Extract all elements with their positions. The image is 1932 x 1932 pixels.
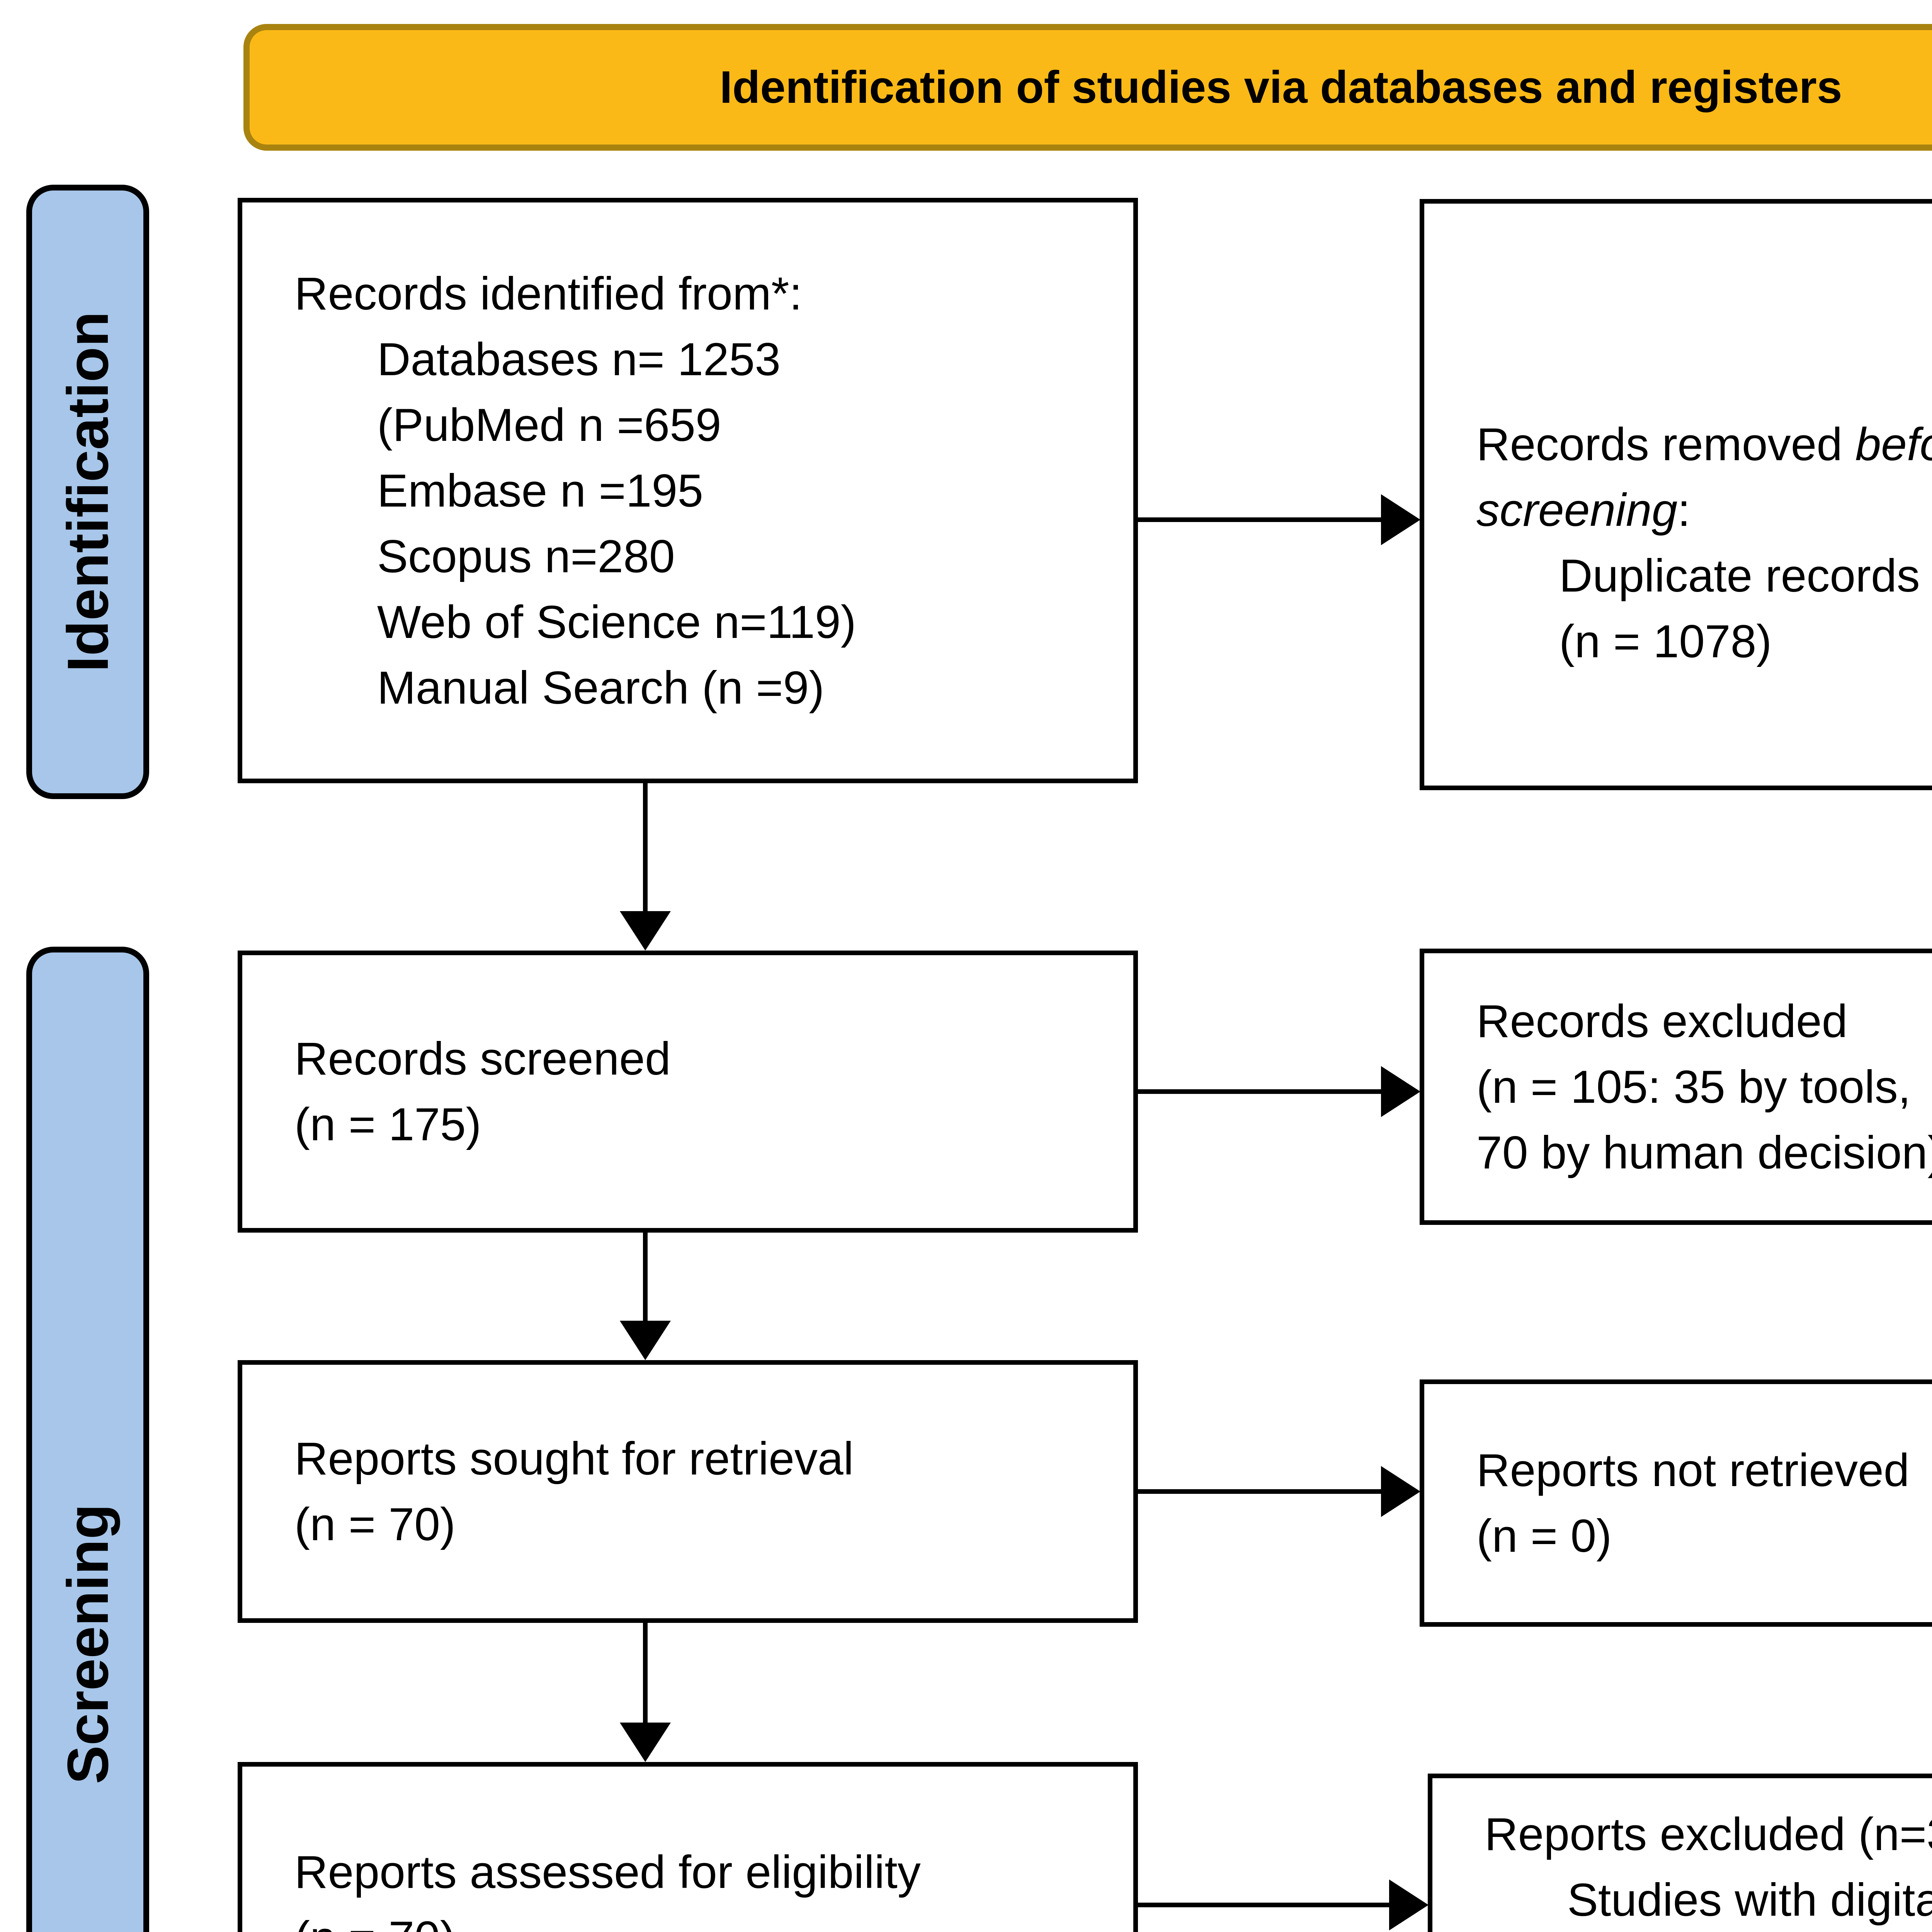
arrow-head-down-icon: [620, 1723, 671, 1762]
arrow-head-down-icon: [620, 911, 671, 951]
arrow-head-right-icon: [1381, 494, 1420, 545]
records-identified-heading: Records identified from*:: [294, 267, 802, 320]
records-removed-line-1: Records removed before: [1476, 412, 1932, 477]
records-excluded-count: (n = 105: 35 by tools,: [1476, 1061, 1911, 1113]
arrow-line: [643, 783, 648, 912]
box-reports-sought: Reports sought for retrieval (n = 70): [238, 1360, 1138, 1623]
records-excluded-count-2: 70 by human decision): [1476, 1126, 1932, 1179]
records-removed-line-2-italic: screening: [1476, 484, 1678, 536]
arrow-line: [1138, 1489, 1381, 1494]
reports-excluded-heading: Reports excluded (n=39): [1485, 1808, 1932, 1860]
records-removed-line-1-italic: before: [1855, 418, 1932, 470]
records-identified-item: Scopus n=280: [377, 530, 675, 582]
records-removed-item: Duplicate records removed: [1559, 550, 1932, 602]
reports-sought-line: Reports sought for retrieval: [294, 1433, 854, 1485]
box-reports-not-retrieved: Reports not retrieved (n = 0): [1420, 1379, 1932, 1627]
box-records-identified: Records identified from*: Databases n= 1…: [238, 198, 1138, 783]
stage-label-identification: Identification: [26, 185, 149, 799]
arrow-head-right-icon: [1389, 1879, 1429, 1930]
arrow-line: [643, 1623, 648, 1723]
box-reports-assessed: Reports assessed for eligibility (n = 70…: [238, 1762, 1138, 1932]
records-identified-item: Manual Search (n =9): [377, 662, 825, 714]
banner-title: Identification of studies via databases …: [719, 62, 1842, 113]
reports-sought-count: (n = 70): [294, 1498, 456, 1550]
records-screened-line: Records screened: [294, 1033, 671, 1085]
box-records-screened: Records screened (n = 175): [238, 951, 1138, 1233]
records-excluded-line: Records excluded: [1476, 995, 1848, 1047]
reports-not-retrieved-line: Reports not retrieved: [1476, 1444, 1910, 1496]
records-removed-item: (n = 1078): [1559, 616, 1772, 667]
records-removed-line-2-normal: :: [1677, 484, 1690, 536]
banner: Identification of studies via databases …: [243, 24, 1932, 151]
records-screened-count: (n = 175): [294, 1099, 481, 1150]
reports-not-retrieved-count: (n = 0): [1476, 1510, 1612, 1562]
arrow-line: [1138, 517, 1381, 522]
records-removed-line-2: screening:: [1476, 477, 1932, 543]
reports-assessed-line: Reports assessed for eligibility: [294, 1846, 921, 1898]
records-removed-line-1-normal: Records removed: [1476, 418, 1855, 470]
stage-label-identification-text: Identification: [55, 311, 120, 672]
box-records-excluded: Records excluded (n = 105: 35 by tools, …: [1420, 949, 1932, 1225]
stage-label-screening: Screening: [26, 947, 149, 1932]
stage-label-screening-text: Screening: [55, 1504, 120, 1784]
records-identified-item: Embase n =195: [377, 464, 703, 517]
arrow-line: [643, 1233, 648, 1321]
box-records-removed: Records removed before screening: Duplic…: [1420, 199, 1932, 790]
records-identified-item: Databases n= 1253: [377, 333, 781, 385]
records-identified-item: Web of Science n=119): [377, 596, 856, 648]
box-reports-excluded: Reports excluded (n=39) Studies with dig…: [1428, 1774, 1932, 1932]
reports-excluded-item: Studies with digital tomography (n = 3).: [1567, 1874, 1932, 1926]
records-identified-item: (PubMed n =659: [377, 399, 721, 451]
reports-assessed-count: (n = 70): [294, 1905, 1133, 1932]
arrow-line: [1138, 1089, 1381, 1094]
arrow-head-right-icon: [1381, 1066, 1420, 1117]
arrow-head-down-icon: [620, 1321, 671, 1360]
arrow-head-right-icon: [1381, 1466, 1420, 1517]
arrow-line: [1138, 1903, 1389, 1907]
